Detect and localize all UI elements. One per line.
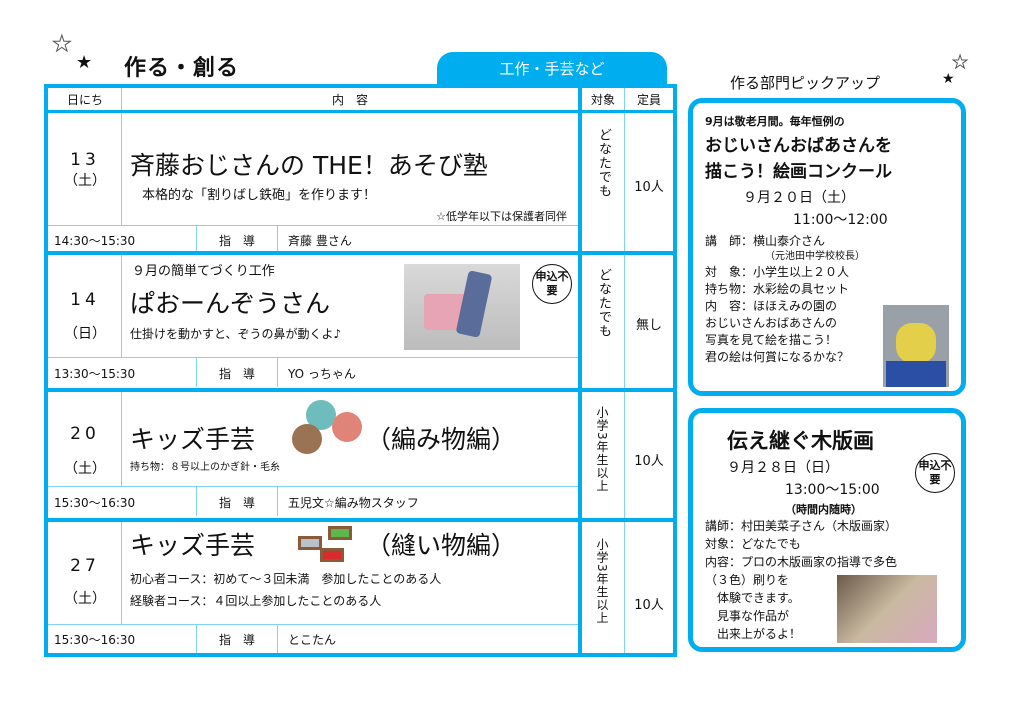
event-capacity: 10人	[634, 454, 664, 469]
contest-items: 持ち物：水彩絵の具セット	[705, 282, 850, 296]
section-title: 作る・創る	[124, 56, 240, 81]
woodblock-details: 講師：村田美菜子さん（木版画家） 対象：どなたでも 内容：プロの木版画家の指導で…	[705, 517, 897, 643]
woodblock-content: 内容：プロの木版画家の指導で多色	[705, 555, 898, 569]
row-weekday: （土）	[64, 461, 106, 477]
woodblock-content-5: 出来上がるよ！	[705, 627, 802, 641]
woodblock-workshop-photo	[837, 575, 937, 643]
no-registration-badge: 申込不要	[915, 453, 955, 493]
star-outline-icon: ★	[951, 52, 969, 73]
elephant-craft-photo	[404, 264, 520, 350]
event-title: キッズ手芸	[130, 425, 256, 454]
row-day: 20	[70, 424, 100, 444]
instructor-name: とこたん	[288, 633, 337, 647]
woodblock-instructor: 講師：村田美菜子さん（木版画家）	[705, 519, 898, 533]
instructor-name: 斉藤 豊さん	[288, 234, 352, 248]
star-icon: ★	[942, 71, 955, 87]
header-target: 対象	[590, 93, 615, 107]
row-day: 13	[70, 150, 100, 170]
divider	[48, 88, 122, 112]
instructor-label: 指 導	[218, 234, 255, 248]
contest-content-4: 君の絵は何賞になるかな？	[705, 350, 850, 364]
contest-content-2: おじいさんおばあさんの	[705, 316, 838, 330]
woodblock-time-note: （時間内随時）	[785, 503, 862, 516]
event-description: 持ち物：８号以上のかぎ針・毛糸	[130, 462, 280, 473]
event-description: 初心者コース：初めて〜３回未満 参加したことのある人	[130, 572, 442, 586]
event-description: 仕掛けを動かすと、ぞうの鼻が動くよ♪	[130, 327, 342, 341]
contest-title-2: 描こう！絵画コンクール	[705, 162, 892, 182]
contest-instructor-title: （元池田中学校校長）	[765, 251, 865, 262]
event-title-suffix: （編み物編）	[366, 425, 517, 454]
contest-title-1: おじいさんおばあさんを	[705, 136, 892, 156]
event-description-2: 経験者コース：４回以上参加したことのある人	[130, 594, 382, 608]
woodblock-date: ９月２８日（日）	[727, 460, 839, 476]
no-registration-badge: 申込不要	[532, 264, 572, 304]
divider	[624, 88, 625, 653]
row-weekday: （土）	[64, 173, 106, 189]
yarn-balls-icon	[292, 400, 368, 456]
event-capacity: 無し	[635, 318, 662, 333]
schedule-table: 日にち 内 容 対象 定員 13 （土） 斉藤おじさんの THE！あそび塾 本格…	[44, 84, 677, 657]
event-time: 13:30〜15:30	[54, 367, 136, 381]
row-day: 14	[70, 290, 100, 310]
event-time: 15:30〜16:30	[54, 633, 136, 647]
divider	[578, 88, 582, 653]
contest-date: ９月２０日（土）	[743, 190, 855, 206]
instructor-name: YO っちゃん	[288, 367, 356, 381]
event-target: どなたでも	[596, 128, 611, 198]
instructor-label: 指 導	[218, 496, 255, 510]
contest-target: 対 象：小学生以上２０人	[705, 265, 850, 279]
contest-box: 9月は敬老月間。毎年恒例の おじいさんおばあさんを 描こう！絵画コンクール ９月…	[688, 98, 966, 396]
row-weekday: （日）	[64, 326, 106, 342]
event-target: 小学3年生以上	[595, 406, 609, 493]
contest-details: 講 師：横山泰介さん （元池田中学校校長） 対 象：小学生以上２０人 持ち物：水…	[705, 233, 865, 366]
contest-instructor: 講 師：横山泰介さん	[705, 234, 826, 248]
event-capacity: 10人	[634, 180, 664, 195]
woodblock-box: 伝え継ぐ木版画 ９月２８日（日） 13:00〜15:00 （時間内随時） 申込不…	[688, 408, 966, 652]
header-content: 内 容	[331, 93, 368, 107]
event-target: どなたでも	[596, 268, 611, 338]
contest-time: 11:00〜12:00	[793, 212, 888, 228]
divider	[48, 110, 673, 113]
row-day: 27	[70, 556, 100, 576]
header-date: 日にち	[66, 93, 103, 107]
event-capacity: 10人	[634, 598, 664, 613]
contest-content: 内 容：ほほえみの園の	[705, 299, 838, 313]
star-icon: ★	[76, 52, 93, 73]
contest-content-3: 写真を見て絵を描こう！	[705, 333, 838, 347]
event-description: 本格的な「割りばし鉄砲」を作ります！	[142, 188, 377, 203]
event-target: 小学3年生以上	[595, 538, 609, 625]
woodblock-title: 伝え継ぐ木版画	[727, 429, 874, 453]
event-title: 斉藤おじさんの THE！あそび塾	[130, 151, 488, 180]
event-time: 14:30〜15:30	[54, 234, 136, 248]
event-time: 15:30〜16:30	[54, 496, 136, 510]
portrait-painting	[883, 305, 949, 387]
event-title-suffix: （縫い物編）	[366, 531, 517, 560]
row-weekday: （土）	[64, 591, 106, 607]
woodblock-content-2: （３色）刷りを	[705, 573, 790, 587]
woodblock-content-3: 体験できます。	[705, 591, 800, 605]
woodblock-content-4: 見事な作品が	[705, 609, 790, 623]
star-outline-icon: ★	[52, 32, 73, 57]
pickup-heading: 作る部門ピックアップ	[730, 74, 881, 92]
category-tab: 工作・手芸など	[437, 52, 667, 84]
contest-lead: 9月は敬老月間。毎年恒例の	[705, 115, 845, 128]
instructor-name: 五児文☆編み物スタッフ	[288, 496, 419, 510]
instructor-label: 指 導	[218, 367, 255, 381]
event-note: ☆低学年以下は保護者同伴	[436, 210, 567, 223]
event-lead: ９月の簡単てづくり工作	[132, 264, 275, 279]
header-capacity: 定員	[636, 93, 661, 107]
instructor-label: 指 導	[218, 633, 255, 647]
event-title: キッズ手芸	[130, 531, 256, 560]
event-title: ぱおーんぞうさん	[130, 289, 331, 318]
thread-spools-icon	[298, 526, 358, 570]
woodblock-time: 13:00〜15:00	[785, 482, 880, 498]
woodblock-target: 対象：どなたでも	[705, 537, 801, 551]
